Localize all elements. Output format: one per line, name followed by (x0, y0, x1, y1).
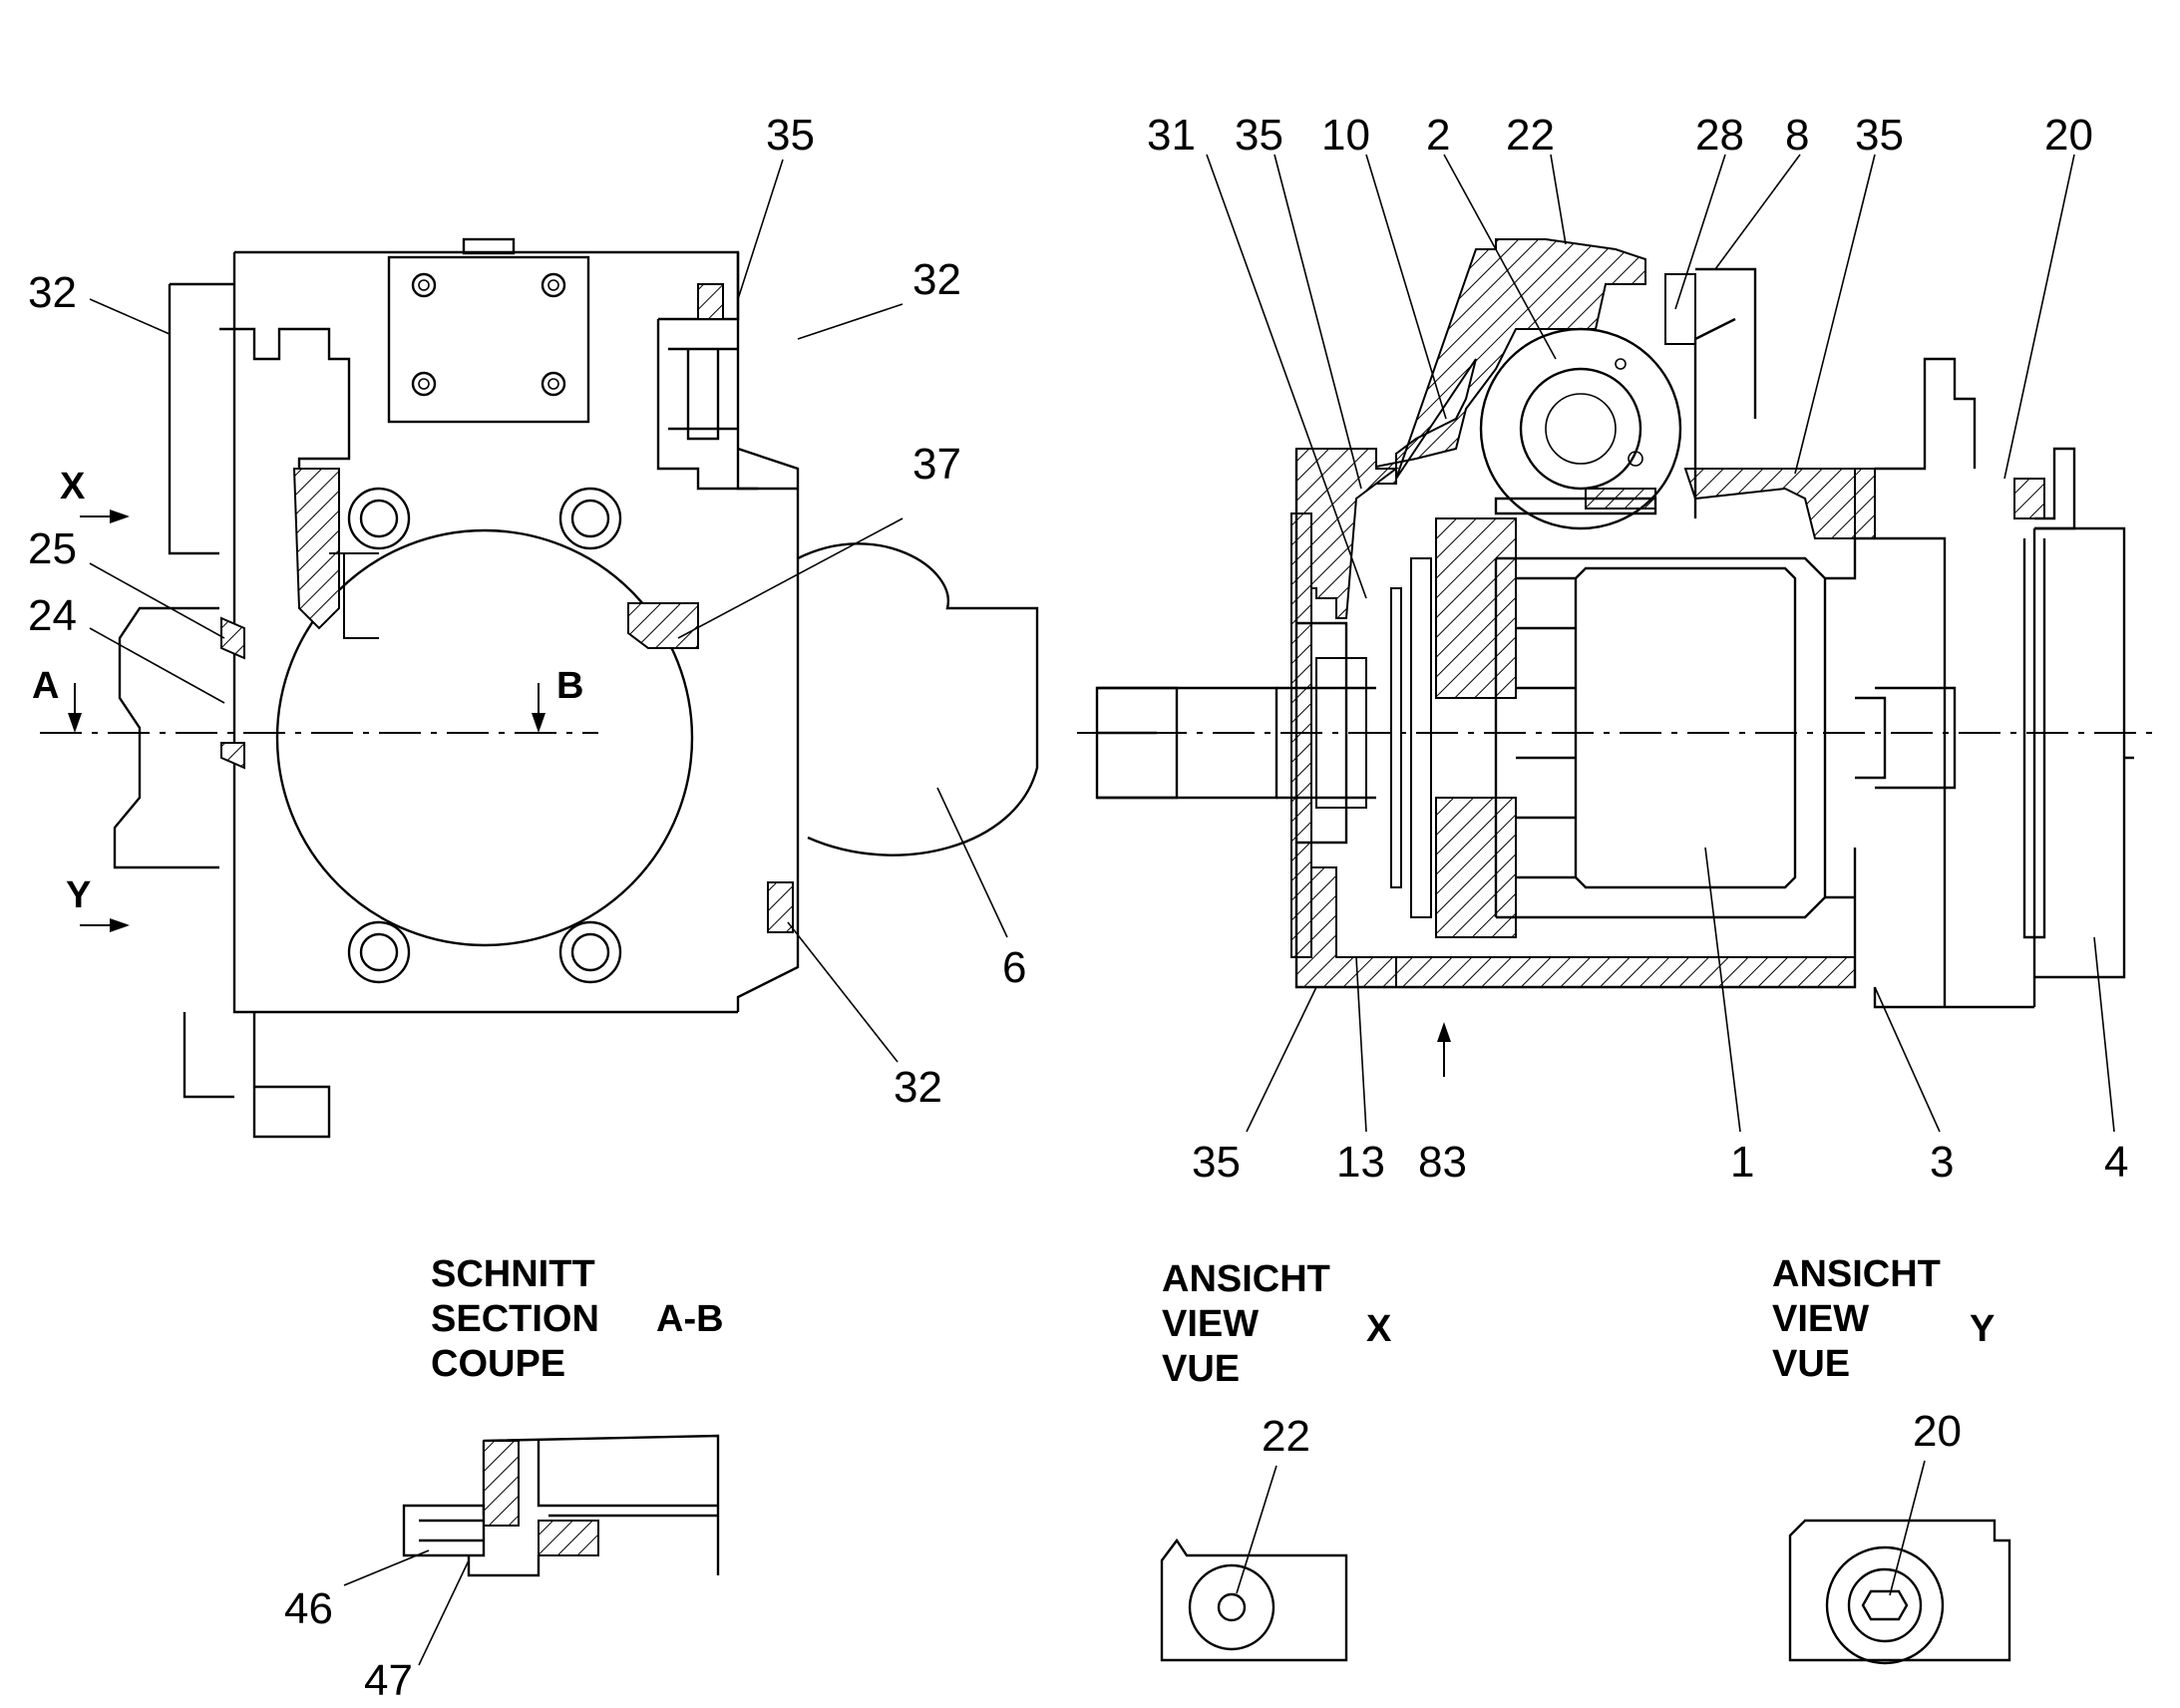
callout-4: 4 (2104, 1138, 2128, 1187)
right-view-labels: 31 35 10 2 22 28 8 35 20 35 13 83 1 3 4 (1147, 111, 2128, 1187)
callout-22: 22 (1262, 1412, 1310, 1461)
callout-8: 8 (1785, 111, 1809, 160)
callout-13: 13 (1336, 1138, 1385, 1187)
callout-22: 22 (1506, 111, 1555, 160)
callout-25: 25 (28, 524, 77, 573)
callout-10: 10 (1321, 111, 1370, 160)
callout-32: 32 (28, 268, 77, 317)
callout-32: 32 (912, 255, 961, 304)
view-x-title-line3: VUE (1162, 1348, 1240, 1390)
left-view-labels: 35 32 32 32 37 25 24 6 X Y A B (28, 111, 1026, 1112)
section-ab-title-line2: SECTION (431, 1298, 599, 1340)
callout-20: 20 (2044, 111, 2093, 160)
callout-3: 3 (1930, 1138, 1954, 1187)
view-y-title-line2: VIEW (1772, 1298, 1869, 1340)
callout-35: 35 (1235, 111, 1283, 160)
section-marker-a: A (32, 665, 59, 707)
right-section-view (1077, 154, 2154, 1133)
callout-24: 24 (28, 591, 77, 640)
view-x-title-line2: VIEW (1162, 1303, 1259, 1345)
view-y-tag: Y (1970, 1308, 1995, 1350)
callout-6: 6 (1002, 943, 1026, 992)
main-bore-circle (275, 528, 694, 947)
section-ab-title-line1: SCHNITT (431, 1253, 595, 1295)
callout-35: 35 (1192, 1138, 1241, 1187)
swashplate-circle (1479, 327, 1682, 530)
callout-1: 1 (1730, 1138, 1754, 1187)
section-ab-tag: A-B (656, 1298, 724, 1340)
callout-28: 28 (1695, 111, 1744, 160)
view-marker-x: X (60, 466, 86, 508)
callout-32: 32 (894, 1063, 942, 1112)
callout-83: 83 (1418, 1138, 1467, 1187)
callout-2: 2 (1426, 111, 1450, 160)
section-ab-detail: SCHNITT SECTION COUPE A-B 46 47 (284, 1253, 724, 1705)
callout-37: 37 (912, 440, 961, 489)
view-x-tag: X (1366, 1308, 1392, 1350)
cover-plate (387, 255, 590, 424)
callout-20: 20 (1913, 1407, 1962, 1456)
left-side-view (40, 159, 1039, 1139)
view-marker-y: Y (66, 874, 91, 916)
view-y-detail: ANSICHT VIEW VUE Y 20 (1772, 1253, 2011, 1665)
callout-35: 35 (766, 111, 815, 160)
callout-31: 31 (1147, 111, 1196, 160)
cylinder-barrel (1574, 566, 1797, 889)
view-x-detail: ANSICHT VIEW VUE X 22 (1160, 1258, 1392, 1662)
view-y-title-line3: VUE (1772, 1343, 1850, 1385)
callout-47: 47 (364, 1656, 413, 1705)
callout-35: 35 (1855, 111, 1904, 160)
view-y-title-line1: ANSICHT (1772, 1253, 1941, 1295)
view-x-title-line1: ANSICHT (1162, 1258, 1330, 1300)
section-marker-b: B (556, 665, 583, 707)
callout-46: 46 (284, 1584, 333, 1633)
section-ab-title-line3: COUPE (431, 1343, 565, 1385)
